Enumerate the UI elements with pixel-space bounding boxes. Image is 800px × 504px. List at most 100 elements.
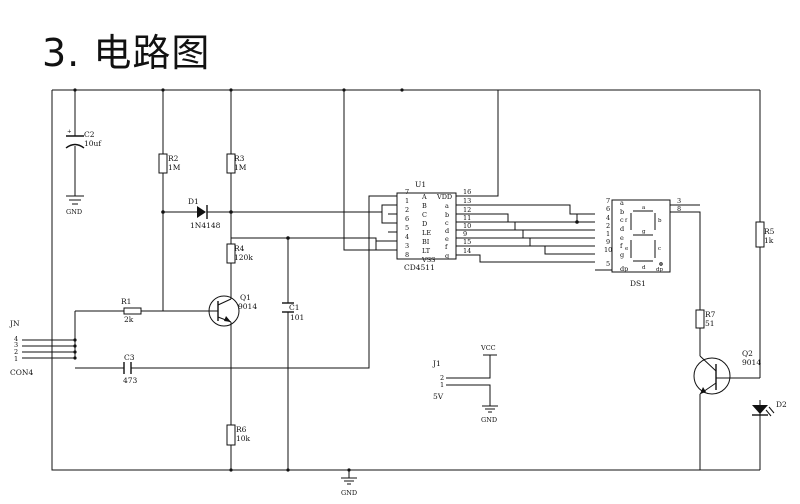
svg-text:GND: GND — [66, 208, 82, 216]
svg-text:1: 1 — [606, 230, 610, 238]
led-d2: D2 — [752, 400, 787, 417]
svg-text:dp: dp — [620, 265, 628, 273]
svg-text:b: b — [658, 218, 662, 224]
resistor-r7: R7 51 — [695, 309, 716, 329]
svg-text:b: b — [620, 208, 624, 216]
svg-text:g: g — [445, 252, 449, 260]
svg-text:+: + — [67, 129, 72, 135]
junction-dots — [73, 88, 579, 472]
svg-text:D2: D2 — [776, 400, 787, 409]
resistor-r3: R3 1M — [226, 153, 247, 174]
svg-text:g: g — [642, 229, 646, 235]
svg-text:16: 16 — [463, 188, 471, 196]
diode-d1: D1 1N4148 — [188, 197, 221, 230]
svg-text:4: 4 — [606, 214, 610, 222]
capacitor-c2: + C2 10uf — [65, 129, 102, 149]
svg-text:R1: R1 — [121, 297, 131, 306]
svg-text:10: 10 — [463, 222, 471, 230]
svg-text:5V: 5V — [433, 392, 444, 401]
svg-text:GND: GND — [481, 416, 497, 424]
svg-text:e: e — [625, 246, 628, 252]
svg-text:4: 4 — [405, 233, 409, 241]
svg-text:a: a — [620, 199, 624, 207]
svg-text:1: 1 — [405, 197, 409, 205]
svg-text:g: g — [620, 251, 624, 259]
svg-text:3: 3 — [14, 341, 18, 349]
svg-text:D: D — [422, 220, 427, 228]
svg-text:GND: GND — [341, 489, 357, 497]
svg-text:R2: R2 — [168, 154, 179, 163]
svg-text:8: 8 — [405, 251, 409, 259]
svg-text:J1: J1 — [432, 359, 441, 368]
svg-text:1N4148: 1N4148 — [190, 221, 221, 230]
svg-text:10k: 10k — [236, 434, 251, 443]
resistor-r6: R6 10k — [226, 424, 251, 446]
svg-text:2: 2 — [405, 206, 409, 214]
svg-text:C1: C1 — [289, 303, 300, 312]
svg-text:R7: R7 — [705, 310, 716, 319]
svg-text:2: 2 — [606, 222, 610, 230]
svg-text:C2: C2 — [84, 130, 95, 139]
svg-text:2k: 2k — [124, 315, 134, 324]
transistor-q1: Q1 9014 — [208, 293, 257, 327]
transistor-q2: Q2 9014 — [693, 349, 761, 395]
svg-text:9: 9 — [606, 238, 610, 246]
svg-text:f: f — [620, 242, 623, 250]
ground-symbol-main: GND — [341, 470, 357, 497]
svg-text:d: d — [620, 225, 624, 233]
wires — [22, 89, 761, 471]
svg-text:LT: LT — [422, 247, 431, 255]
svg-text:1: 1 — [14, 355, 18, 363]
svg-text:dp: dp — [656, 267, 664, 273]
resistor-r1: R1 2k — [121, 297, 142, 324]
svg-text:3: 3 — [677, 197, 681, 205]
svg-text:DS1: DS1 — [630, 279, 646, 288]
svg-text:4: 4 — [14, 335, 18, 343]
svg-text:d: d — [445, 227, 449, 235]
svg-text:9: 9 — [463, 230, 467, 238]
svg-text:c: c — [445, 219, 449, 227]
svg-text:R5: R5 — [764, 227, 775, 236]
svg-text:51: 51 — [705, 319, 715, 328]
resistor-r5: R5 1k — [755, 221, 775, 248]
svg-text:VDD: VDD — [436, 193, 452, 201]
svg-text:15: 15 — [463, 238, 471, 246]
svg-text:a: a — [445, 202, 449, 210]
svg-text:13: 13 — [463, 197, 471, 205]
svg-text:5: 5 — [405, 224, 409, 232]
svg-text:A: A — [421, 193, 427, 201]
svg-text:6: 6 — [405, 215, 409, 223]
svg-text:11: 11 — [463, 214, 471, 222]
vcc-symbol: VCC — [480, 344, 497, 356]
svg-text:d: d — [642, 265, 646, 271]
svg-text:3: 3 — [405, 242, 409, 250]
svg-text:f: f — [445, 243, 448, 251]
capacitor-c1: C1 101 — [282, 302, 304, 322]
ground-symbol-c2: GND — [66, 195, 84, 216]
svg-text:JN: JN — [9, 319, 20, 328]
svg-text:C: C — [422, 211, 427, 219]
svg-text:12: 12 — [463, 206, 471, 214]
connector-j1: J1 2 1 5V — [432, 359, 466, 401]
svg-text:a: a — [642, 205, 646, 211]
svg-text:D1: D1 — [188, 197, 199, 206]
svg-text:VSS: VSS — [421, 256, 436, 264]
svg-text:8: 8 — [677, 205, 681, 213]
svg-text:120k: 120k — [234, 253, 253, 262]
svg-text:CD4511: CD4511 — [404, 263, 435, 272]
svg-text:VCC: VCC — [480, 344, 496, 352]
svg-text:10uf: 10uf — [84, 139, 102, 148]
capacitor-c3: C3 473 — [123, 353, 138, 385]
display-ds1: a b c d e f g dp 7 6 4 2 1 9 10 5 a b c … — [604, 197, 681, 288]
svg-text:2: 2 — [14, 348, 18, 356]
svg-text:1k: 1k — [764, 236, 774, 245]
svg-text:c: c — [620, 216, 624, 224]
svg-text:2: 2 — [440, 374, 444, 382]
svg-text:1M: 1M — [168, 163, 181, 172]
svg-text:1: 1 — [440, 381, 444, 389]
svg-text:R6: R6 — [236, 425, 247, 434]
svg-text:101: 101 — [290, 313, 304, 322]
svg-text:473: 473 — [123, 376, 138, 385]
svg-text:e: e — [445, 235, 449, 243]
